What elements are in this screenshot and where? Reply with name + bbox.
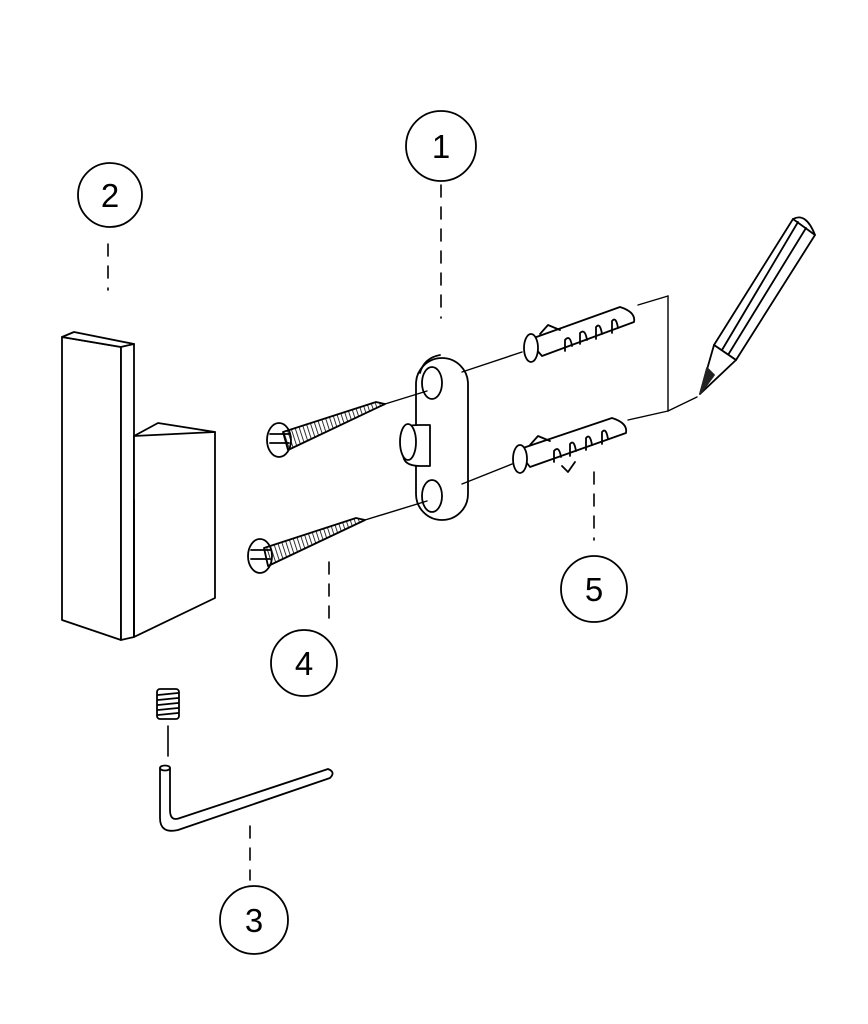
upper-screw-part	[266, 401, 386, 458]
callout-1-label: 1	[432, 128, 450, 165]
hook-body-part	[61, 331, 216, 641]
lower-wall-plug-part	[512, 417, 628, 474]
mounting-plate-part	[399, 354, 469, 521]
callout-4-label: 4	[295, 645, 313, 682]
callout-5-label: 5	[585, 571, 603, 608]
pencil-icon	[699, 216, 816, 395]
upper-wall-plug-part	[523, 306, 636, 363]
callout-3-label: 3	[245, 902, 263, 939]
callout-circles	[77, 110, 628, 955]
alignment-lines	[364, 295, 698, 521]
grub-screw-part	[156, 688, 180, 720]
callout-2-label: 2	[101, 177, 119, 214]
allen-key-part	[159, 764, 334, 832]
lower-screw-part	[247, 517, 366, 574]
leader-lines	[107, 184, 595, 881]
